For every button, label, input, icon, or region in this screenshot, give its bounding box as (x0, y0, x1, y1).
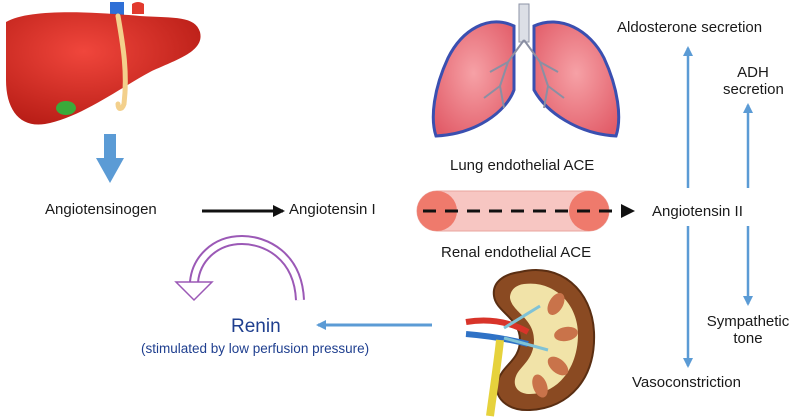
angiotensin-i-label: Angiotensin I (289, 201, 376, 218)
lungs-icon (431, 3, 621, 138)
sympathetic-label: Sympathetic tone (697, 313, 796, 347)
renin-note-label: (stimulated by low perfusion pressure) (141, 341, 370, 356)
liver-down-arrow (96, 134, 124, 183)
adh-label-line2: secretion (723, 81, 784, 98)
sympathetic-label-line2: tone (733, 330, 763, 347)
renin-label: Renin (231, 316, 281, 337)
kidney-icon (465, 269, 596, 417)
vasoconstriction-label: Vasoconstriction (632, 374, 741, 391)
liver-icon (6, 2, 201, 125)
feedback-loop-arrow (174, 234, 305, 302)
sympathetic-label-line1: Sympathetic (706, 313, 790, 330)
renal-ace-label: Renal endothelial ACE (441, 244, 592, 261)
angiotensin-ii-label: Angiotensin II (652, 203, 743, 220)
lung-ace-label: Lung endothelial ACE (450, 157, 595, 174)
ace-conversion-arrowhead (621, 204, 635, 218)
adh-label-line1: ADH (737, 64, 769, 81)
adh-label: ADH secretion (723, 64, 784, 98)
angiotensinogen-label: Angiotensinogen (45, 201, 157, 218)
aldosterone-label: Aldosterone secretion (617, 19, 763, 36)
